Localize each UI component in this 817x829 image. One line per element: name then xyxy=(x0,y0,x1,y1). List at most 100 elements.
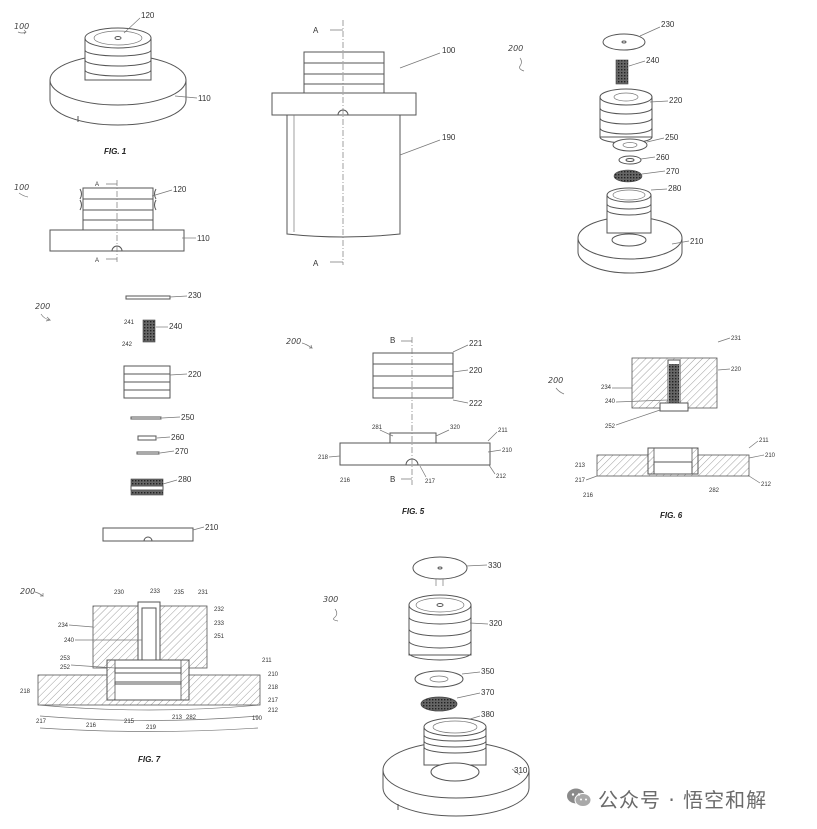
label-200: 200 xyxy=(35,302,50,311)
label-200: 200 xyxy=(548,376,563,385)
label-250: 250 xyxy=(665,133,679,142)
label-217: 217 xyxy=(575,478,586,484)
label-210: 210 xyxy=(765,453,776,459)
label-252: 252 xyxy=(60,665,71,671)
label-235: 235 xyxy=(174,590,185,596)
label-120: 120 xyxy=(173,185,187,194)
label-200: 200 xyxy=(286,337,301,346)
label-240: 240 xyxy=(64,638,75,644)
label-280: 280 xyxy=(178,475,192,484)
section-mark-a: A xyxy=(313,259,319,268)
label-216: 216 xyxy=(583,493,594,499)
label-110: 110 xyxy=(197,234,210,243)
label-211: 211 xyxy=(759,438,769,444)
label-251: 251 xyxy=(214,634,225,640)
label-234: 234 xyxy=(601,385,612,391)
label-221: 221 xyxy=(469,339,483,348)
label-252: 252 xyxy=(605,424,616,430)
label-231: 231 xyxy=(731,336,742,342)
label-218: 218 xyxy=(318,455,329,461)
fig3-elevation-with-tube: A A 100 190 xyxy=(271,20,456,268)
label-370: 370 xyxy=(481,688,495,697)
label-320: 320 xyxy=(450,425,461,431)
fig6-cross-section: 200 231 220 234 240 252 211 210 213 217 … xyxy=(548,336,776,520)
label-100: 100 xyxy=(442,46,456,55)
label-350: 350 xyxy=(481,667,495,676)
fig2-elevation: A A 100 120 110 xyxy=(14,180,210,264)
label-230: 230 xyxy=(661,20,675,29)
label-216: 216 xyxy=(86,723,97,729)
label-120: 120 xyxy=(141,11,155,20)
label-110: 110 xyxy=(198,94,211,103)
label-320: 320 xyxy=(489,619,503,628)
label-220: 220 xyxy=(188,370,202,379)
label-300: 300 xyxy=(323,595,338,604)
label-270: 270 xyxy=(666,167,680,176)
label-212: 212 xyxy=(761,482,772,488)
label-200: 200 xyxy=(20,587,35,596)
section-mark-a: A xyxy=(313,26,319,35)
label-212: 212 xyxy=(496,474,507,480)
fig4b-exploded-elevation: 200 230 241 242 240 220 250 260 270 280 … xyxy=(35,291,219,542)
label-241: 241 xyxy=(124,320,135,326)
label-190: 190 xyxy=(442,133,456,142)
label-212: 212 xyxy=(268,708,279,714)
label-281: 281 xyxy=(372,425,383,431)
label-253: 253 xyxy=(60,656,71,662)
fig4-exploded-perspective: 200 230 240 220 250 260 270 280 xyxy=(508,20,704,274)
label-260: 260 xyxy=(171,433,185,442)
fig8-exploded-perspective-300: 300 330 320 350 370 380 310 xyxy=(323,556,530,817)
label-211: 211 xyxy=(262,658,272,664)
label-216: 216 xyxy=(340,478,351,484)
label-218: 218 xyxy=(268,685,279,691)
fig6-caption: FIG. 6 xyxy=(660,511,683,520)
label-282: 282 xyxy=(186,715,197,721)
fig7-cross-section-installed: 200 230 233 235 231 232 233 234 240 251 … xyxy=(20,587,279,764)
label-217: 217 xyxy=(425,479,436,485)
label-233: 233 xyxy=(214,621,225,627)
watermark-text: 公众号 · 悟空和解 xyxy=(598,787,768,812)
label-210: 210 xyxy=(502,448,513,454)
label-218: 218 xyxy=(20,689,31,695)
label-232: 232 xyxy=(214,607,225,613)
label-217: 217 xyxy=(36,719,47,725)
label-222: 222 xyxy=(469,399,483,408)
label-240: 240 xyxy=(605,399,616,405)
fig1-perspective: 100 120 110 FIG. 1 xyxy=(14,11,211,156)
label-270: 270 xyxy=(175,447,189,456)
fig5-elevation: 200 B B 221 220 222 281 320 211 210 218 … xyxy=(286,336,513,516)
section-mark-a: A xyxy=(95,258,99,264)
label-210: 210 xyxy=(268,672,279,678)
fig5-caption: FIG. 5 xyxy=(402,507,425,516)
label-213: 213 xyxy=(575,463,586,469)
label-380: 380 xyxy=(481,710,495,719)
label-215: 215 xyxy=(124,719,135,725)
label-100: 100 xyxy=(14,183,29,192)
label-230: 230 xyxy=(188,291,202,300)
label-200: 200 xyxy=(508,44,523,53)
label-213: 213 xyxy=(172,715,183,721)
label-240: 240 xyxy=(646,56,660,65)
label-219: 219 xyxy=(146,725,157,731)
section-mark-b: B xyxy=(390,475,395,484)
label-260: 260 xyxy=(656,153,670,162)
label-217: 217 xyxy=(268,698,279,704)
label-242: 242 xyxy=(122,342,133,348)
label-310: 310 xyxy=(514,766,528,775)
label-220: 220 xyxy=(731,367,742,373)
label-231: 231 xyxy=(198,590,209,596)
label-100: 100 xyxy=(14,22,29,31)
label-233: 233 xyxy=(150,589,161,595)
label-280: 280 xyxy=(668,184,682,193)
label-282: 282 xyxy=(709,488,720,494)
label-330: 330 xyxy=(488,561,502,570)
label-190: 190 xyxy=(252,716,263,722)
label-210: 210 xyxy=(690,237,704,246)
watermark: 公众号 · 悟空和解 xyxy=(566,784,767,812)
wechat-icon xyxy=(567,788,592,807)
section-mark-b: B xyxy=(390,336,395,345)
fig7-caption: FIG. 7 xyxy=(138,755,161,764)
label-240: 240 xyxy=(169,322,183,331)
section-mark-a: A xyxy=(95,182,99,188)
